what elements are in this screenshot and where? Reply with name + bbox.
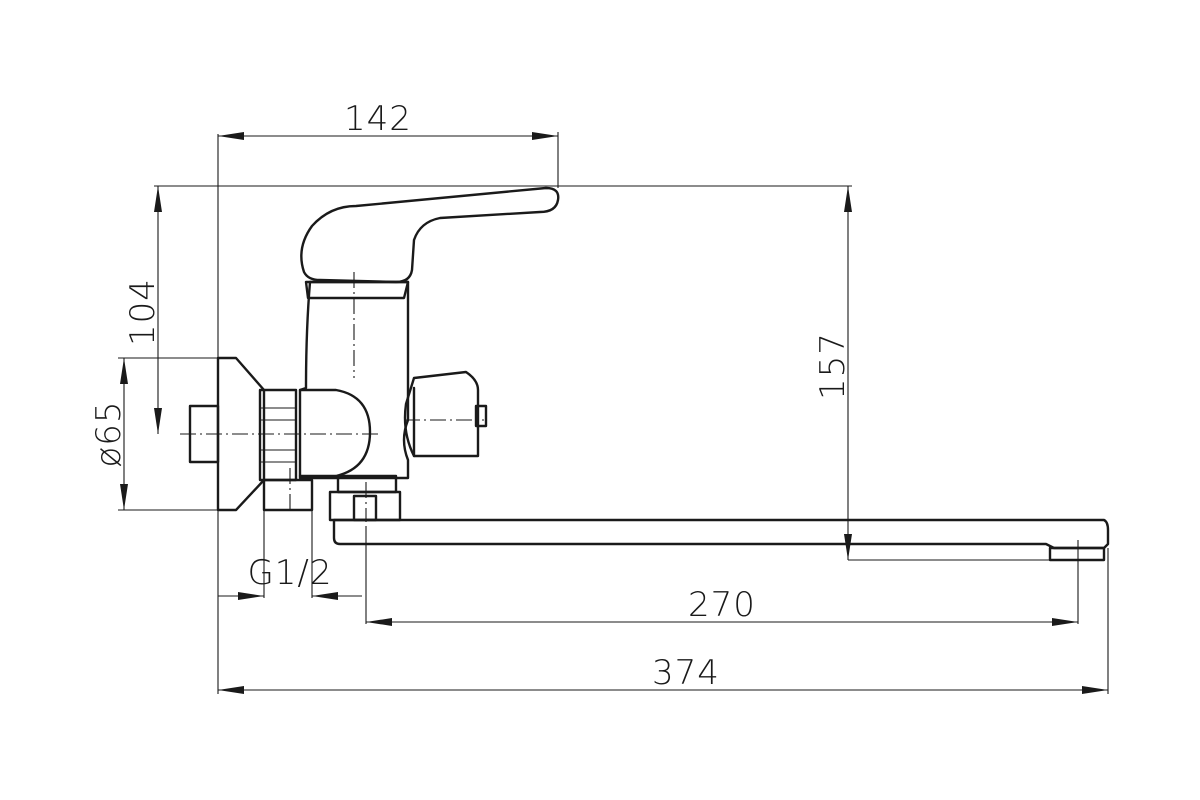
dim-374-arrow-left: [218, 686, 244, 694]
dim-142-arrow-right: [532, 132, 558, 140]
dim-104: 104: [123, 186, 163, 434]
lever-handle: [300, 186, 560, 284]
dim-270-arrow-left: [366, 618, 392, 626]
spout-connector-inner: [352, 494, 378, 522]
dim-g12-arrow-right: [312, 592, 338, 600]
dim-65: ø65: [89, 358, 129, 510]
dim-270-label: 270: [688, 585, 756, 625]
dim-157-label: 157: [813, 332, 853, 400]
dim-142-label: 142: [344, 99, 412, 139]
extension-lines: [118, 132, 1109, 694]
dim-142: 142: [218, 99, 558, 140]
thread-pipe: [262, 478, 314, 512]
body-bulge: [298, 388, 372, 478]
dim-65-arrow-bottom: [120, 484, 128, 510]
dim-157: 157: [813, 186, 853, 560]
dim-104-arrow-top: [154, 186, 162, 212]
diverter-knob: [403, 370, 480, 458]
spout: [332, 518, 1110, 550]
dim-157-arrow-top: [844, 186, 852, 212]
dim-374: 374: [218, 653, 1108, 694]
aerator: [1048, 546, 1106, 562]
faucet-outline: [188, 186, 1110, 562]
hex-nut: [258, 388, 298, 482]
dim-374-arrow-right: [1082, 686, 1108, 694]
dim-65-label: ø65: [89, 400, 129, 467]
dim-374-label: 374: [652, 653, 720, 693]
dim-65-arrow-top: [120, 358, 128, 384]
dim-g12-arrow-left: [238, 592, 264, 600]
body-upper-band: [304, 280, 410, 300]
dim-104-label: 104: [123, 278, 163, 346]
dim-142-arrow-left: [218, 132, 244, 140]
dim-g12: G1/2: [218, 553, 362, 600]
dim-270-arrow-right: [1052, 618, 1078, 626]
dim-104-arrow-bottom: [154, 408, 162, 434]
center-lines: [180, 272, 484, 522]
dim-g12-label: G1/2: [247, 553, 332, 593]
dim-157-arrow-bottom: [844, 534, 852, 560]
diverter-button: [474, 404, 488, 428]
dim-270: 270: [366, 585, 1078, 626]
